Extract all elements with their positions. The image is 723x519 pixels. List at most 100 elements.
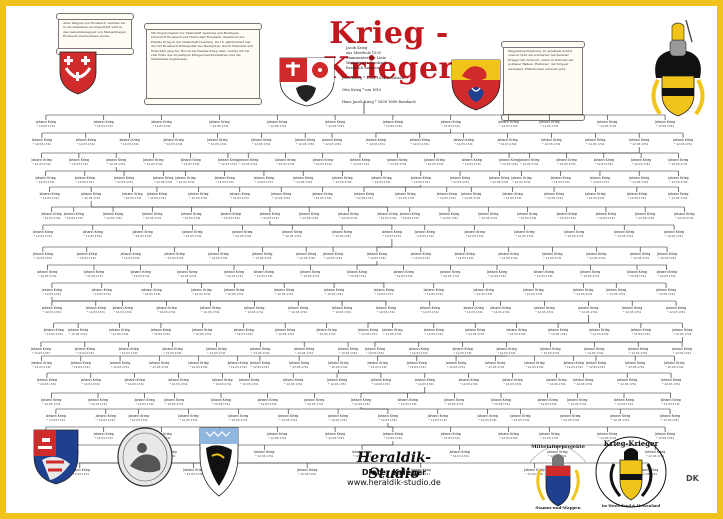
person-name: Johann Krieg: [95, 414, 116, 418]
person-name: Johann Krieg: [589, 176, 610, 180]
person-date: * 12.03.1741: [665, 234, 684, 238]
person-name: Johann Krieg: [584, 138, 605, 142]
person-date: * 12.03.1741: [524, 292, 543, 296]
person-date: * 12.03.1741: [478, 418, 497, 422]
person-date: * 12.03.1741: [32, 351, 51, 355]
person-date: * 12.03.1741: [587, 256, 606, 260]
person-date: * 12.03.1741: [323, 142, 342, 146]
person-date: * 12.03.1741: [348, 274, 367, 278]
person-date: * 12.03.1741: [353, 454, 372, 458]
person-name: Johann Krieg: [36, 270, 57, 274]
person-date: * 12.03.1741: [465, 310, 484, 314]
person-date: * 12.03.1741: [339, 351, 358, 355]
person-name: Johann Krieg: [180, 212, 201, 216]
ancestor-line: Stammvater der Linie: [346, 56, 386, 60]
person-date: * 12.03.1741: [598, 124, 617, 128]
person-name: Johann Krieg: [109, 361, 130, 365]
person-name: Johann Krieg: [112, 306, 133, 310]
person-name: Johann Krieg: [199, 306, 220, 310]
person-date: * 12.03.1741: [586, 196, 605, 200]
person-name: Johann Krieg: [566, 398, 587, 402]
person-name: Johann Krieg: [350, 398, 371, 402]
person-date: * 12.03.1741: [632, 332, 651, 336]
person-name: Johann Krieg: [373, 288, 394, 292]
person-name: Johann Krieg: [315, 328, 336, 332]
person-name: Johann Krieg: [377, 212, 398, 216]
person-name: Johann Krieg: [174, 176, 195, 180]
person-name: Johann Krieg: [516, 212, 537, 216]
person-date: * 12.03.1741: [378, 216, 397, 220]
person-name: Johann Krieg: [40, 398, 61, 402]
person-name: Johann Krieg: [227, 414, 248, 418]
person-date: * 12.03.1741: [372, 382, 391, 386]
person-name: Johann Krieg: [502, 192, 523, 196]
person-name: Johann Krieg: [349, 158, 370, 162]
person-name: Johann Krieg: [463, 306, 484, 310]
person-name: Johann Krieg: [406, 361, 427, 365]
person-name: Johann Krieg: [452, 347, 473, 351]
ancestor-line: Weiterhin in Rossbach: [346, 61, 387, 65]
person-name: Johann Krieg: [327, 361, 348, 365]
person-name: Johann Krieg: [371, 176, 392, 180]
person-name: Johann Krieg: [656, 270, 677, 274]
person-date: * 12.03.1741: [114, 310, 133, 314]
person-name: Johann Krieg: [550, 176, 571, 180]
person-name: Johann Krieg: [357, 328, 378, 332]
person-name: Johann Krieg: [518, 158, 539, 162]
person-name: Johann Krieg: [419, 306, 440, 310]
ancestor-info: Jacob Krieg aus Meerholz 1530 Stammvater…: [346, 46, 436, 71]
person-name: Johann Krieg: [251, 252, 272, 256]
person-name: Johann Krieg: [324, 120, 345, 124]
person-date: * 12.03.1741: [104, 216, 123, 220]
person-name: Johann Krieg: [414, 230, 435, 234]
person-date: * 12.03.1741: [279, 418, 298, 422]
person-date: * 12.03.1741: [89, 402, 108, 406]
person-name: Johann Krieg: [667, 192, 688, 196]
person-date: * 12.03.1741: [474, 292, 493, 296]
person-date: * 12.03.1741: [209, 256, 228, 260]
person-date: * 12.03.1741: [152, 332, 171, 336]
person-date: * 12.03.1741: [632, 162, 651, 166]
person-date: * 12.03.1741: [45, 332, 64, 336]
person-name: Johann Krieg: [187, 192, 208, 196]
badge-right-text: Krieg-Krieger: [604, 439, 659, 448]
person-date: * 12.03.1741: [268, 436, 287, 440]
person-date: * 12.03.1741: [542, 142, 561, 146]
person-name: Johann Krieg: [449, 450, 470, 454]
person-date: * 12.03.1741: [665, 365, 684, 369]
history-scroll-left: Altes Wappen von Rossbach, welches bis i…: [56, 13, 134, 55]
person-name: Johann Krieg: [497, 252, 518, 256]
person-date: * 12.03.1741: [339, 216, 358, 220]
person-date: * 12.03.1741: [333, 234, 352, 238]
person-name: Johann Krieg: [150, 120, 171, 124]
person-name: Johann Krieg: [207, 252, 228, 256]
person-date: * 12.03.1741: [255, 180, 274, 184]
person-name: Johann Krieg: [80, 378, 101, 382]
person-date: * 12.03.1741: [656, 436, 675, 440]
person-date: * 12.03.1741: [210, 124, 229, 128]
person-date: * 12.03.1741: [93, 292, 112, 296]
person-date: * 12.03.1741: [636, 216, 655, 220]
person-name: Johann Krieg: [353, 192, 374, 196]
person-name: Johann Krieg: [80, 192, 101, 196]
person-date: * 12.03.1741: [568, 402, 587, 406]
person-name: Johann Krieg: [274, 328, 295, 332]
studio-url[interactable]: www.heraldik-studio.de: [347, 478, 441, 487]
person-date: * 12.03.1741: [255, 274, 274, 278]
person-date: * 12.03.1741: [290, 365, 309, 369]
person-name: Johann Krieg: [311, 192, 332, 196]
person-date: * 12.03.1741: [539, 402, 558, 406]
person-date: * 12.03.1741: [38, 274, 57, 278]
person-name: Johann Krieg: [180, 158, 201, 162]
person-name: Johann Krieg: [163, 252, 184, 256]
person-date: * 12.03.1741: [630, 180, 649, 184]
person-date: * 12.03.1741: [328, 382, 347, 386]
person-date: * 12.03.1741: [225, 274, 244, 278]
person-name: Johann Krieg: [660, 378, 681, 382]
person-date: * 12.03.1741: [326, 436, 345, 440]
person-name: Johann Krieg: [440, 432, 461, 436]
person-name: Johann Krieg: [91, 288, 112, 292]
person-name: Johann Krieg: [663, 361, 684, 365]
person-name: Johann Krieg: [543, 192, 564, 196]
person-date: * 12.03.1741: [275, 292, 294, 296]
